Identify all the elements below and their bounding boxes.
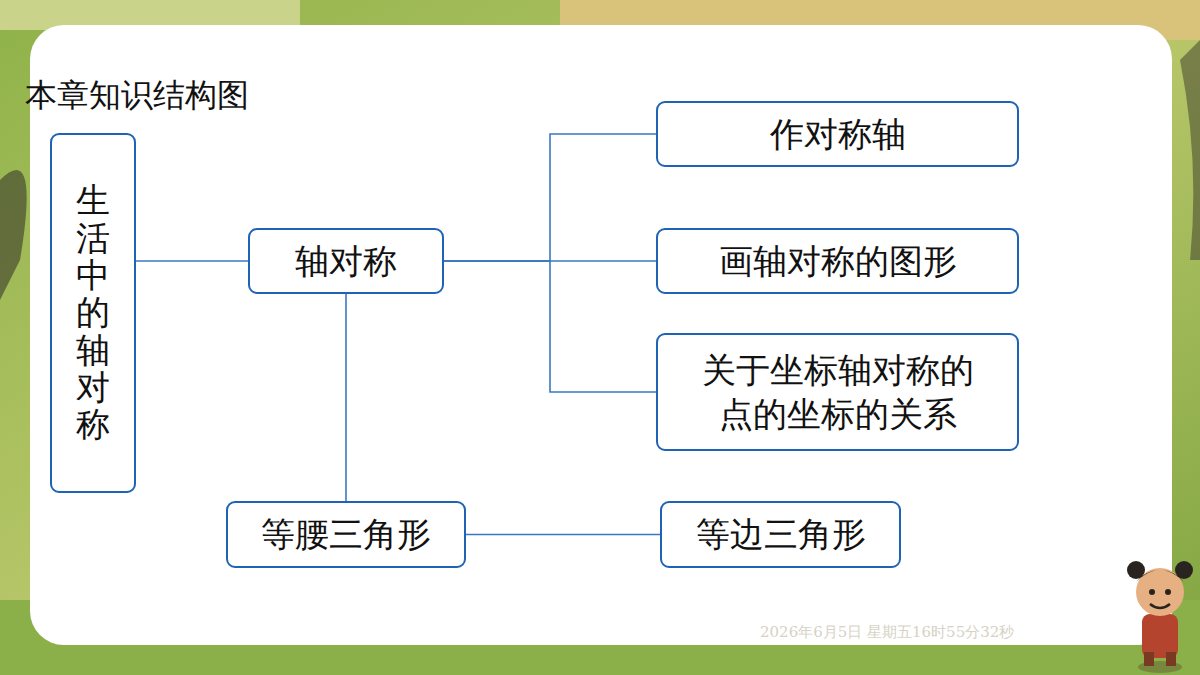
topic-box: 等边三角形 (660, 501, 901, 568)
node-text: 等腰三角形 (261, 512, 431, 556)
node-text: 关于坐标轴对称的 点的坐标的关系 (690, 348, 986, 436)
node-text: 生活中的轴对称 (76, 182, 110, 444)
topic-box: 等腰三角形 (226, 501, 466, 568)
connector-line (466, 534, 660, 536)
topic-box: 关于坐标轴对称的 点的坐标的关系 (656, 333, 1019, 451)
connector-line (136, 260, 248, 262)
connector-line (444, 134, 656, 261)
topic-box: 轴对称 (248, 228, 444, 294)
connector-line (345, 294, 347, 501)
chart-title: 本章知识结构图 (25, 74, 249, 118)
node-text: 画轴对称的图形 (719, 239, 957, 283)
connector-line (444, 261, 656, 392)
topic-box: 作对称轴 (656, 101, 1019, 167)
vertical-topic-box: 生活中的轴对称 (50, 133, 136, 493)
topic-box: 画轴对称的图形 (656, 228, 1019, 294)
node-text: 轴对称 (295, 239, 397, 283)
node-text: 作对称轴 (770, 112, 906, 156)
node-text: 等边三角形 (696, 512, 866, 556)
timestamp-watermark: 2026年6月5日 星期五16时55分32秒 (760, 623, 1014, 642)
